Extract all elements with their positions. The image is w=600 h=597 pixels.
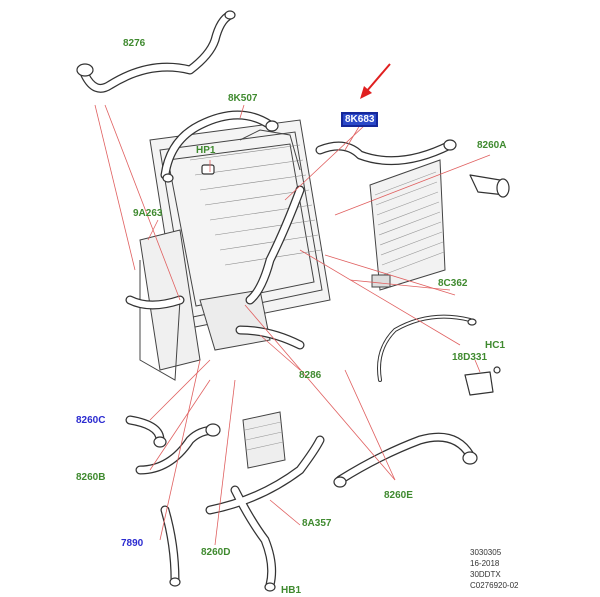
label-8260D: 8260D bbox=[201, 547, 231, 558]
label-8260A: 8260A bbox=[477, 140, 507, 151]
clamp-HP1 bbox=[201, 164, 215, 175]
reference-line-3: 30DDTX bbox=[470, 570, 501, 579]
bracket-18D331 bbox=[464, 366, 501, 396]
reference-line-4: C0276920-02 bbox=[470, 581, 519, 590]
label-8260B: 8260B bbox=[76, 472, 106, 483]
label-8260C: 8260C bbox=[76, 415, 106, 426]
label-HP1: HP1 bbox=[196, 145, 216, 156]
label-8260E: 8260E bbox=[384, 490, 413, 501]
oil-cooler bbox=[242, 411, 286, 469]
label-8K507: 8K507 bbox=[228, 93, 258, 104]
label-18D331: 18D331 bbox=[452, 352, 488, 363]
leader-lines bbox=[94, 104, 491, 546]
label-8A357: 8A357 bbox=[302, 518, 332, 529]
label-8276: 8276 bbox=[123, 38, 146, 49]
pointer-arrow bbox=[360, 63, 391, 99]
diagram-reference: 3030305 16-2018 30DDTX C0276920-02 bbox=[470, 547, 518, 591]
label-8286: 8286 bbox=[299, 370, 322, 381]
label-HC1: HC1 bbox=[485, 340, 506, 351]
label-7890: 7890 bbox=[121, 538, 144, 549]
label-8C362: 8C362 bbox=[438, 278, 468, 289]
reference-line-2: 16-2018 bbox=[470, 559, 500, 568]
hoses bbox=[76, 10, 510, 592]
reference-line-1: 3030305 bbox=[470, 548, 502, 557]
label-9A263: 9A263 bbox=[133, 208, 163, 219]
label-8K683: 8K683 bbox=[341, 112, 379, 127]
connector-8260A bbox=[469, 174, 510, 198]
intercooler bbox=[369, 159, 446, 291]
label-HB1: HB1 bbox=[281, 585, 302, 596]
